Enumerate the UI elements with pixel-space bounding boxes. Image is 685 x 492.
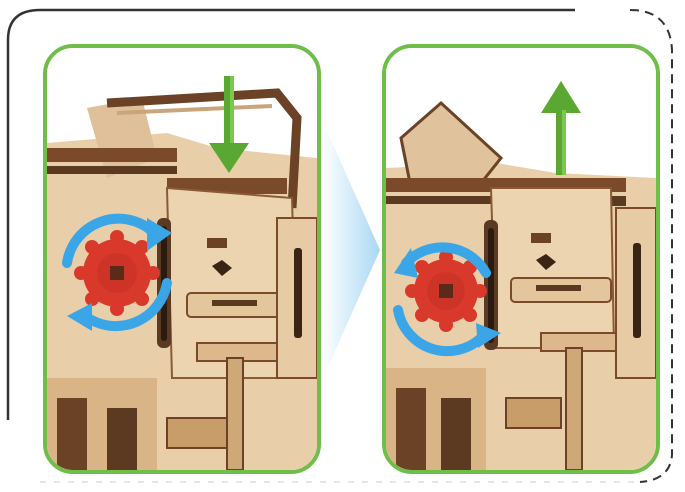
mechanism-illustration-after [386,48,656,470]
next-step-chevron-icon [322,120,380,380]
mechanism-illustration-before [47,48,317,470]
panel-before [43,44,321,474]
panel-after [382,44,660,474]
